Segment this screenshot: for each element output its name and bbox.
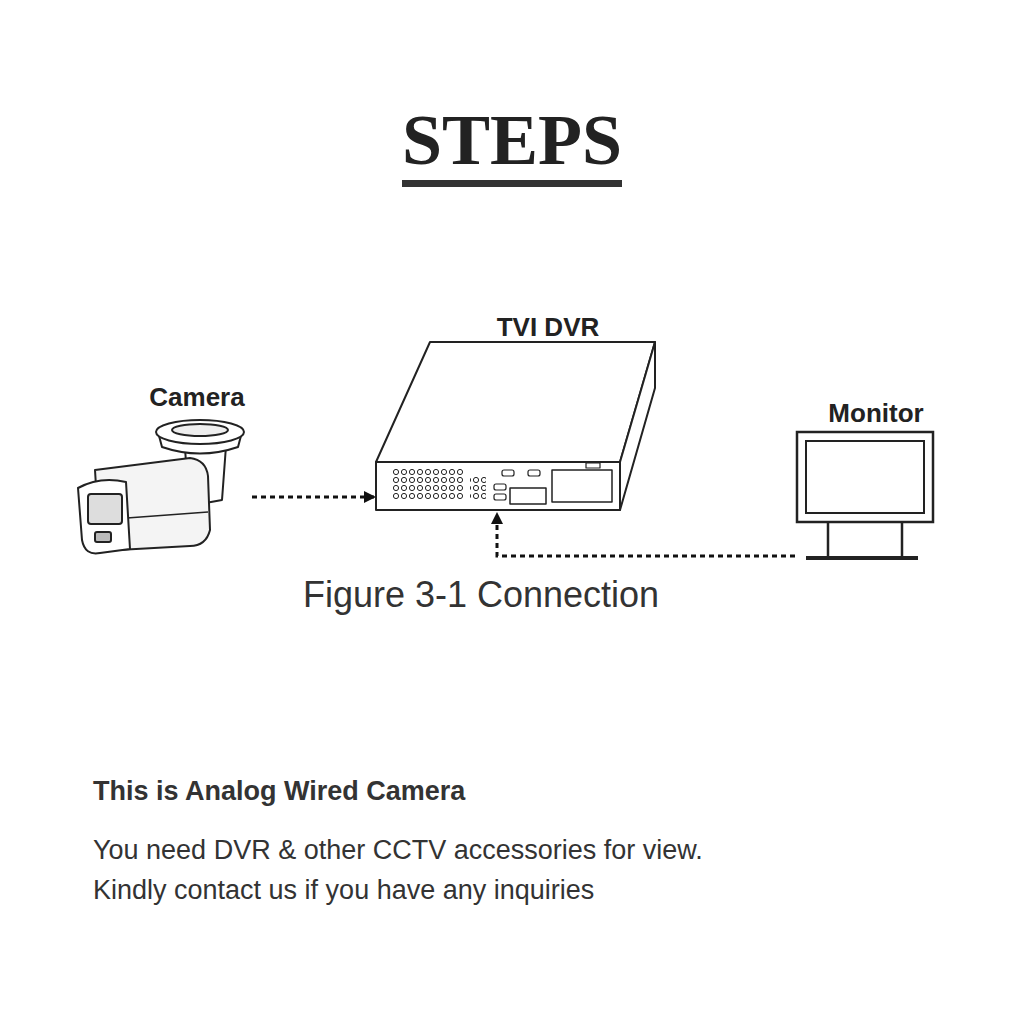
device-node: Monitor [795,398,935,562]
device-label: TVI DVR [497,312,600,342]
dvr-drawing [376,342,655,510]
note-text: Kindly contact us if you have any inquir… [93,873,594,907]
signal-cable [252,496,376,499]
title-wrap: STEPS [0,104,1024,187]
camera-drawing [78,420,244,553]
device-label: Monitor [828,398,923,428]
monitor-drawing [797,432,933,558]
title: STEPS [402,104,622,187]
device-node: Camera [72,380,252,556]
signal-cable [497,512,795,556]
device-node: TVI DVR [376,310,658,512]
note-text: You need DVR & other CCTV accessories fo… [93,833,703,867]
figure-caption: Figure 3-1 Connection [0,574,962,616]
device-label: Camera [149,382,244,412]
note-heading: This is Analog Wired Camera [93,774,465,808]
